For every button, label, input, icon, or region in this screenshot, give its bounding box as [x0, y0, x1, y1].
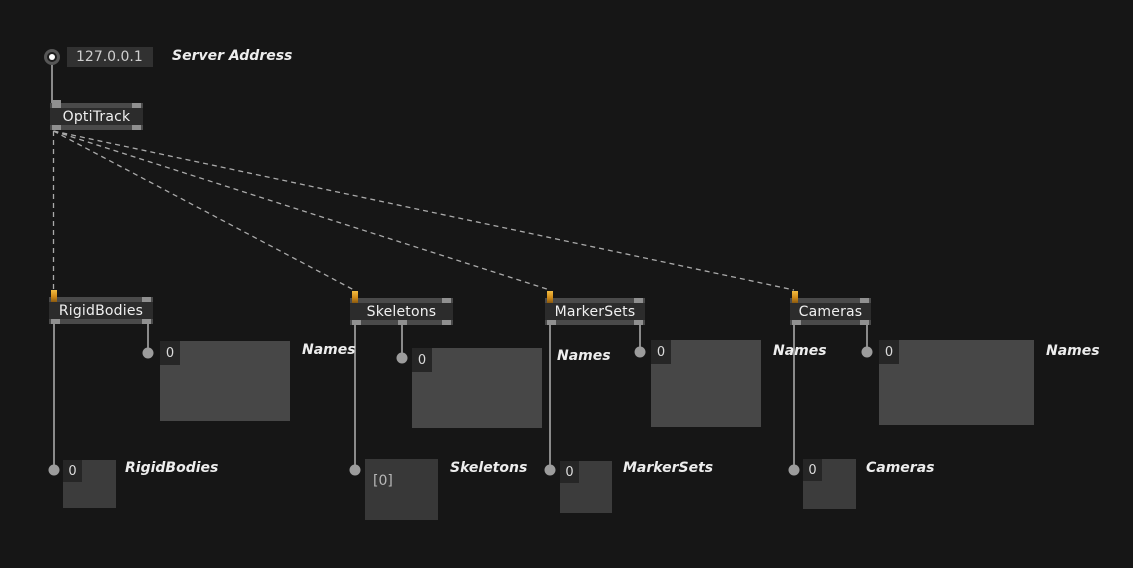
dashed-cord-skeletons [53, 130, 355, 291]
node-title: RigidBodies [58, 302, 144, 319]
outlet-pin[interactable] [51, 319, 60, 324]
junction-dot[interactable] [634, 346, 646, 358]
inlet-pin[interactable] [142, 297, 151, 302]
comment-names: Names [557, 348, 611, 364]
outlet-pin[interactable] [142, 319, 151, 324]
inlet-bar [350, 291, 453, 303]
outlet-pin[interactable] [398, 320, 407, 325]
rigidbodies-value-iobox[interactable]: 0 [63, 460, 116, 508]
node-markersets[interactable]: MarkerSets [545, 291, 645, 325]
inlet-bar [50, 100, 143, 108]
inlet-pin[interactable] [442, 298, 451, 303]
names-count-box: 0 [651, 340, 671, 364]
outlet-pin[interactable] [52, 125, 61, 130]
connected-inlet-pin[interactable] [792, 291, 798, 303]
outlet-pin[interactable] [634, 320, 643, 325]
node-title: OptiTrack [62, 108, 131, 125]
connected-inlet-pin[interactable] [547, 291, 553, 303]
value-text: [0] [373, 473, 393, 489]
comment-names: Names [773, 343, 827, 359]
junction-dot[interactable] [544, 464, 556, 476]
outlet-pin[interactable] [792, 320, 801, 325]
comment-cameras: Cameras [866, 460, 935, 476]
node-skeletons[interactable]: Skeletons [350, 291, 453, 325]
names-count-box: 0 [879, 340, 899, 364]
node-title: Skeletons [366, 303, 437, 320]
names-count-box: 0 [412, 348, 432, 372]
outlet-pin[interactable] [860, 320, 869, 325]
dashed-cord-cameras [53, 130, 795, 291]
value-count-box: 0 [803, 459, 822, 481]
outlet-bar [50, 125, 143, 130]
skeletons-value-iobox[interactable]: [0] [365, 459, 438, 520]
node-title: MarkerSets [554, 303, 636, 320]
connected-inlet-pin[interactable] [352, 291, 358, 303]
comment-server-address: Server Address [172, 48, 293, 64]
cameras-value-iobox[interactable]: 0 [803, 459, 856, 509]
outlet-bar [790, 320, 871, 325]
server-toggle-button[interactable] [44, 49, 60, 65]
outlet-bar [49, 319, 153, 324]
comment-names: Names [1046, 343, 1100, 359]
comment-rigidbodies: RigidBodies [125, 460, 219, 476]
outlet-pin[interactable] [352, 320, 361, 325]
junction-dot[interactable] [48, 464, 60, 476]
inlet-bar [790, 291, 871, 303]
value-count-box: 0 [63, 460, 82, 482]
outlet-bar [350, 320, 453, 325]
comment-names: Names [302, 342, 356, 358]
server-address-input[interactable]: 127.0.0.1 [67, 47, 153, 67]
inlet-pin[interactable] [52, 100, 61, 108]
junction-dot[interactable] [396, 352, 408, 364]
node-optitrack[interactable]: OptiTrack [50, 100, 143, 130]
value-count-box: 0 [560, 461, 579, 483]
inlet-bar [545, 291, 645, 303]
cameras-names-iobox[interactable]: 0 [879, 340, 1034, 425]
inlet-pin[interactable] [860, 298, 869, 303]
radio-dot-icon [49, 54, 55, 60]
inlet-pin[interactable] [132, 103, 141, 108]
outlet-pin[interactable] [547, 320, 556, 325]
outlet-pin[interactable] [442, 320, 451, 325]
names-count-box: 0 [160, 341, 180, 365]
node-cameras[interactable]: Cameras [790, 291, 871, 325]
comment-markersets: MarkerSets [623, 460, 714, 476]
inlet-pin[interactable] [634, 298, 643, 303]
node-rigidbodies[interactable]: RigidBodies [49, 290, 153, 324]
junction-dot[interactable] [349, 464, 361, 476]
node-title: Cameras [798, 303, 863, 320]
markersets-value-iobox[interactable]: 0 [560, 461, 612, 513]
junction-dot[interactable] [142, 347, 154, 359]
dashed-cord-markersets [53, 130, 551, 291]
junction-dot[interactable] [861, 346, 873, 358]
connected-inlet-pin[interactable] [51, 290, 57, 302]
junction-dot[interactable] [788, 464, 800, 476]
rigidbodies-names-iobox[interactable]: 0 [160, 341, 290, 421]
outlet-pin[interactable] [132, 125, 141, 130]
inlet-bar [49, 290, 153, 302]
skeletons-names-iobox[interactable]: 0 [412, 348, 542, 428]
outlet-bar [545, 320, 645, 325]
markersets-names-iobox[interactable]: 0 [651, 340, 761, 427]
comment-skeletons: Skeletons [450, 460, 528, 476]
